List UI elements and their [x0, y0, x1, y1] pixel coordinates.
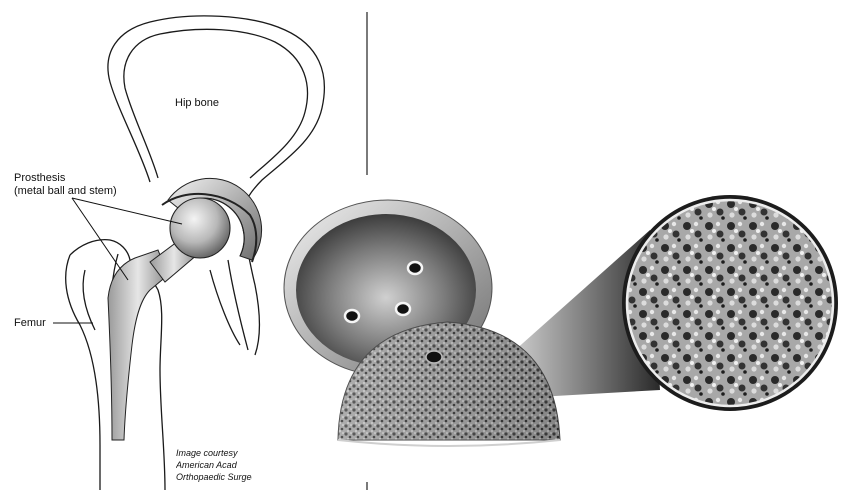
femur-label: Femur [14, 317, 46, 330]
credit-line-3: Orthopaedic Surgeons [176, 472, 252, 483]
screw-hole [408, 262, 422, 274]
dome-rim-edge [338, 440, 560, 446]
image-credit: Image courtesy American Acad Orthopaedic… [176, 448, 252, 488]
hip-bone-label: Hip bone [175, 97, 219, 110]
prosthesis-label: Prosthesis [14, 172, 65, 185]
screw-hole [345, 310, 359, 322]
prosthesis-ball [170, 198, 230, 258]
hip-prosthesis-drawing [108, 178, 262, 440]
apex-hole [426, 351, 442, 363]
prosthesis-stem [108, 250, 168, 440]
prosthesis-sublabel: (metal ball and stem) [14, 185, 117, 198]
credit-line-1: Image courtesy [176, 448, 238, 459]
credit-line-2: American Acad [176, 460, 237, 471]
screw-hole [396, 303, 410, 315]
